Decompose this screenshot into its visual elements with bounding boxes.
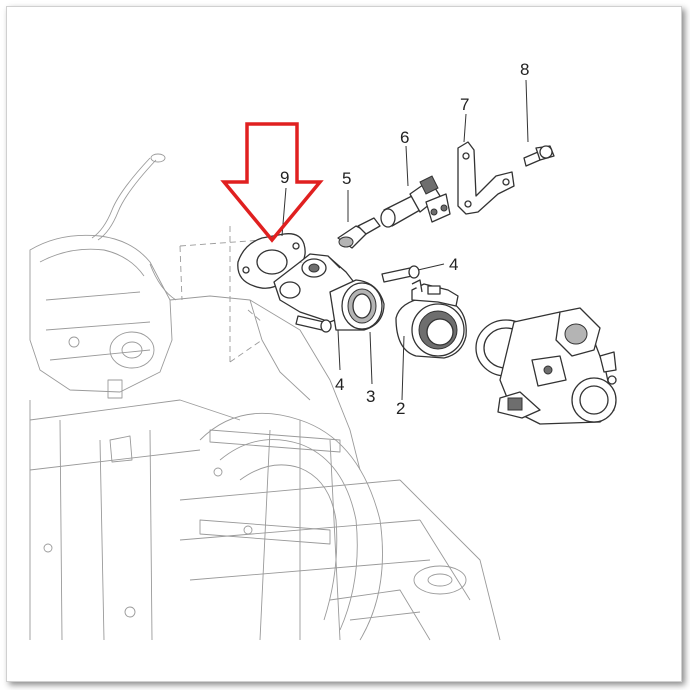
injector-part-6 <box>380 175 451 228</box>
throttle-body <box>475 307 617 425</box>
bracket-part-7 <box>457 141 515 215</box>
callout-3: 3 <box>366 387 375 406</box>
sensor-part-5 <box>337 217 381 249</box>
intake-manifold-part-3 <box>273 253 385 331</box>
callout-2: 2 <box>396 399 405 418</box>
clamp-part-2 <box>395 279 467 359</box>
leader-lines <box>281 79 529 401</box>
engine-block <box>29 234 501 641</box>
callout-8: 8 <box>520 60 529 79</box>
callout-9: 9 <box>280 168 289 187</box>
callout-labels: 8 7 6 9 5 4 4 3 2 <box>280 60 529 418</box>
callout-5: 5 <box>342 169 351 188</box>
bolt-part-4-upper <box>381 265 420 283</box>
ground-cable <box>91 153 177 301</box>
bolt-part-8 <box>523 145 555 167</box>
callout-6: 6 <box>400 128 409 147</box>
callout-4-lower: 4 <box>335 375 344 394</box>
callout-7: 7 <box>460 95 469 114</box>
highlight-arrow <box>220 122 324 243</box>
callout-4-upper: 4 <box>449 255 458 274</box>
bolt-part-4-lower <box>295 315 332 333</box>
assembly-guides <box>179 226 263 363</box>
